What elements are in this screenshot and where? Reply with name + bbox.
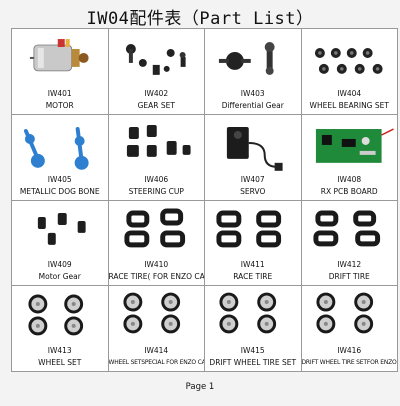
motor-gear-image	[37, 212, 86, 245]
part-code: IW406	[144, 174, 169, 184]
part-cell-wheel-set-enzo: IW414 WHEEL SETSPECIAL FOR ENZO CAR	[108, 286, 205, 372]
drift-wheel-tire-set-enzo-image	[315, 292, 373, 334]
part-code: IW411	[240, 260, 265, 270]
gear-set-image	[125, 44, 186, 75]
part-code: IW414	[144, 346, 169, 355]
rx-pcb-board-image	[315, 128, 394, 163]
part-code: IW416	[337, 346, 362, 355]
part-code: IW402	[144, 88, 169, 98]
wheel-bearing-set-image	[314, 47, 383, 74]
part-cell-steering-cup: IW406 STEERING CUP	[108, 114, 205, 201]
part-name: Motor Gear	[38, 272, 81, 282]
part-code: IW407	[240, 174, 265, 184]
part-cell-motor-gear: IW409 Motor Gear	[12, 200, 109, 287]
part-code: IW404	[337, 88, 362, 98]
race-tire-image	[216, 210, 282, 247]
part-cell-drift-wheel-tire-set-enzo: IW416 DRIFT WHEEL TIRE SETFOR ENZO CAR	[301, 286, 398, 372]
drift-wheel-tire-set-image	[219, 292, 277, 334]
part-code: IW405	[47, 174, 72, 184]
metallic-dog-bone-image	[23, 126, 89, 170]
differential-gear-image	[218, 42, 275, 75]
servo-image	[226, 126, 283, 171]
part-cell-metallic-dog-bone: IW405 METALLIC DOG BONE	[12, 114, 109, 201]
part-cell-wheel-bearing-set: IW404 WHEEL BEARING SET	[301, 29, 398, 115]
drift-tire-image	[312, 210, 380, 246]
part-cell-gear-set: IW402 GEAR SET	[108, 29, 205, 115]
part-name: DRIFT WHEEL TIRE SETFOR ENZO CAR	[301, 359, 398, 366]
motor-image	[29, 39, 89, 72]
page-title: IW04配件表（Part List）	[86, 9, 314, 29]
part-cell-drift-wheel-tire-set: IW415 DRIFT WHEEL TIRE SET	[205, 286, 302, 372]
part-code: IW415	[240, 346, 265, 355]
part-cell-wheel-set: IW413 WHEEL SET	[12, 286, 109, 372]
part-code: IW412	[337, 260, 362, 270]
part-name: STEERING CUP	[128, 186, 184, 196]
part-name: SERVO	[240, 186, 266, 196]
part-name: RACE TIRE( FOR ENZO CAR)	[108, 272, 205, 282]
wheel-set-enzo-image	[122, 292, 180, 334]
part-cell-rx-pcb-board: IW408 RX PCB BOARD	[301, 114, 398, 201]
part-name: DRIFT WHEEL TIRE SET	[209, 358, 297, 367]
part-code: IW408	[337, 174, 362, 184]
part-cell-differential-gear: IW403 Differential Gear	[205, 29, 302, 115]
wheel-set-image	[28, 294, 84, 336]
steering-cup-image	[126, 124, 191, 157]
parts-grid: IW401 MOTOR IW402 GEAR SET IW403 Differe…	[11, 28, 398, 372]
part-cell-servo: IW407 SERVO	[205, 114, 302, 201]
part-name: METALLIC DOG BONE	[19, 186, 100, 196]
part-code: IW409	[47, 260, 72, 270]
race-tire-enzo-image	[123, 208, 185, 247]
part-code: IW410	[144, 260, 169, 270]
part-name: MOTOR	[45, 100, 74, 110]
part-name: WHEEL SETSPECIAL FOR ENZO CAR	[108, 359, 205, 366]
part-name: RX PCB BOARD	[320, 186, 378, 196]
part-cell-race-tire: IW411 RACE TIRE	[205, 200, 302, 287]
part-code: IW403	[240, 88, 265, 98]
part-cell-race-tire-enzo: IW410 RACE TIRE( FOR ENZO CAR)	[108, 200, 205, 287]
part-name: RACE TIRE	[233, 272, 273, 282]
part-name: Differential Gear	[221, 100, 284, 110]
part-cell-motor: IW401 MOTOR	[12, 29, 109, 115]
part-cell-drift-tire: IW412 DRIFT TIRE	[301, 200, 398, 287]
part-name: WHEEL BEARING SET	[309, 100, 389, 110]
part-name: WHEEL SET	[38, 358, 82, 367]
part-code: IW401	[47, 88, 72, 98]
page-number: Page 1	[185, 382, 215, 392]
part-name: GEAR SET	[137, 100, 175, 110]
part-name: DRIFT TIRE	[328, 272, 370, 282]
part-code: IW413	[47, 346, 72, 355]
